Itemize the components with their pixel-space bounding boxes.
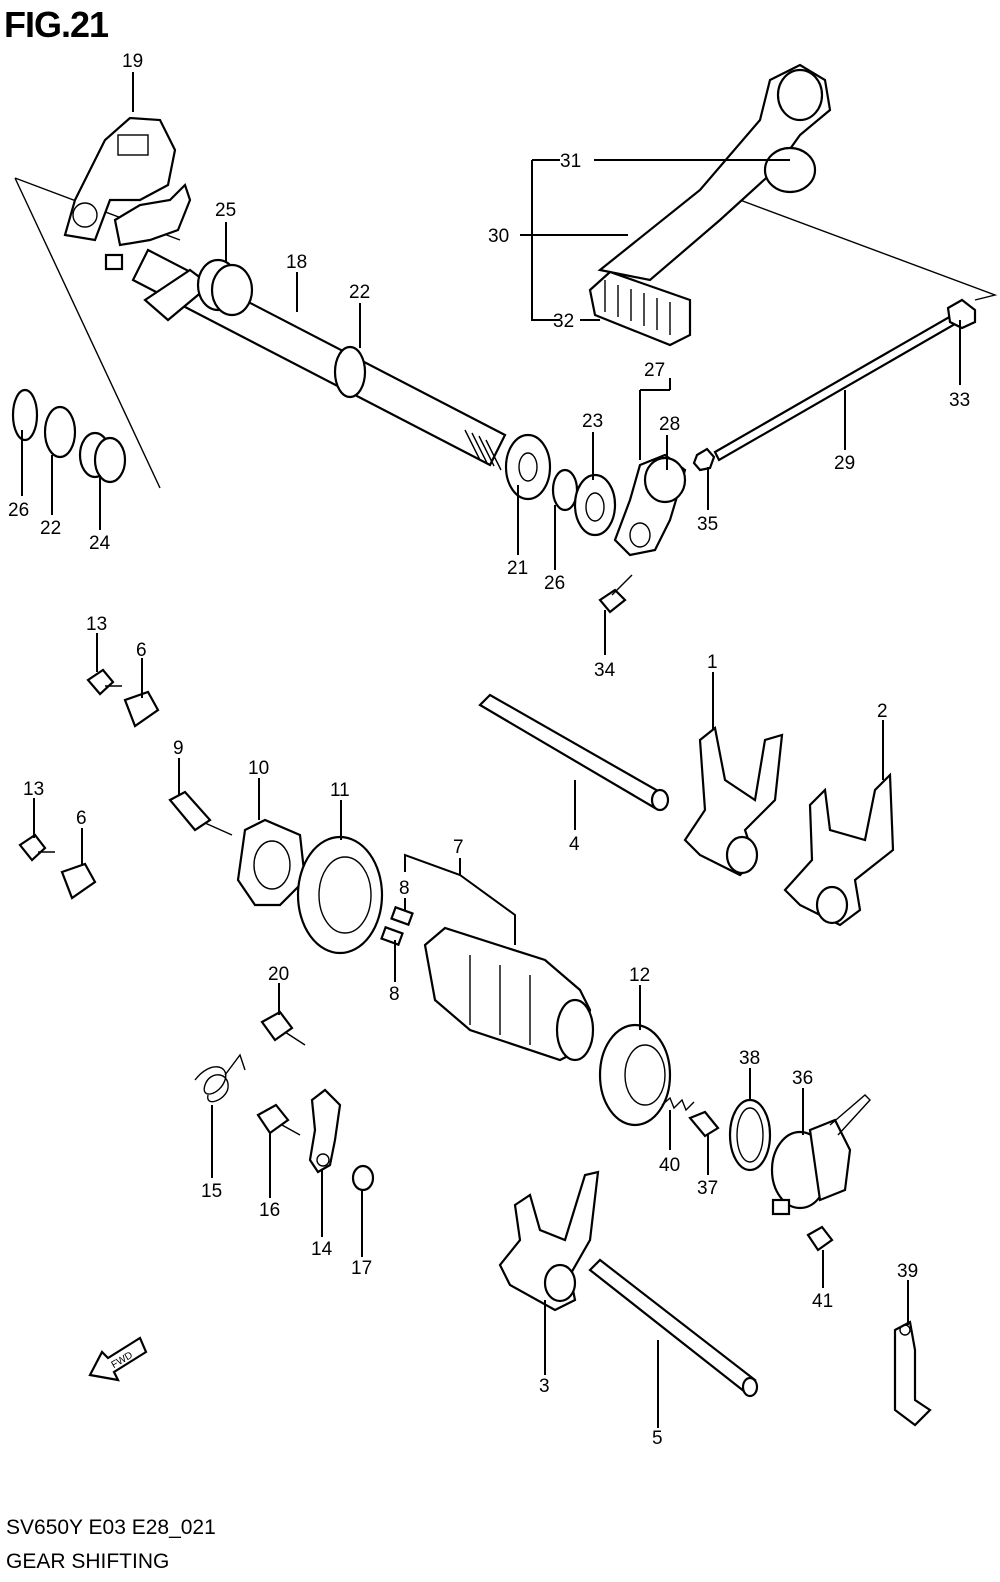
callout-7: 7 bbox=[453, 837, 464, 858]
callout-41: 41 bbox=[812, 1291, 833, 1312]
callout-39: 39 bbox=[897, 1261, 918, 1282]
callout-1: 1 bbox=[707, 652, 718, 673]
callout-36: 36 bbox=[792, 1068, 813, 1089]
callout-18: 18 bbox=[286, 252, 307, 273]
callout-24: 24 bbox=[89, 533, 111, 554]
callout-31: 31 bbox=[560, 151, 581, 172]
callout-16: 16 bbox=[259, 1200, 280, 1221]
callout-30: 30 bbox=[488, 226, 509, 247]
callout-19: 19 bbox=[122, 51, 143, 72]
callout-12: 12 bbox=[629, 965, 650, 986]
shift-fork-2 bbox=[783, 772, 895, 927]
callout-labels: 19 25 18 22 31 30 32 33 27 28 23 29 35 2… bbox=[8, 51, 970, 1449]
callout-3: 3 bbox=[539, 1376, 550, 1397]
callout-27: 27 bbox=[644, 360, 665, 381]
shift-fork-3 bbox=[498, 1170, 600, 1312]
callout-6: 6 bbox=[76, 808, 87, 829]
callout-6: 6 bbox=[136, 640, 147, 661]
leader-lines bbox=[21, 72, 961, 1428]
callout-25: 25 bbox=[215, 200, 236, 221]
callout-21: 21 bbox=[507, 558, 528, 579]
callout-22: 22 bbox=[349, 282, 370, 303]
callout-2: 2 bbox=[877, 701, 888, 722]
callout-8: 8 bbox=[389, 984, 400, 1005]
fwd-arrow-icon: FWD bbox=[88, 1336, 148, 1382]
callout-22: 22 bbox=[40, 518, 61, 539]
callout-10: 10 bbox=[248, 758, 269, 779]
callout-8: 8 bbox=[399, 878, 410, 899]
diagram-title: GEAR SHIFTING bbox=[6, 1550, 170, 1573]
callout-11: 11 bbox=[330, 780, 350, 801]
callout-5: 5 bbox=[652, 1428, 663, 1449]
callout-13: 13 bbox=[23, 779, 44, 800]
shift-fork-1 bbox=[683, 726, 784, 877]
callout-15: 15 bbox=[201, 1181, 222, 1202]
callout-9: 9 bbox=[173, 738, 184, 759]
callout-40: 40 bbox=[659, 1155, 680, 1176]
figure-label: FIG.21 bbox=[4, 4, 109, 45]
parts-artwork: FWD bbox=[11, 63, 998, 1427]
callout-20: 20 bbox=[268, 964, 289, 985]
callout-34: 34 bbox=[594, 660, 616, 681]
callout-4: 4 bbox=[569, 834, 580, 855]
callout-35: 35 bbox=[697, 514, 718, 535]
callout-23: 23 bbox=[582, 411, 603, 432]
callout-38: 38 bbox=[739, 1048, 760, 1069]
callout-32: 32 bbox=[553, 311, 574, 332]
callout-17: 17 bbox=[351, 1258, 372, 1279]
callout-33: 33 bbox=[949, 390, 970, 411]
callout-28: 28 bbox=[659, 414, 680, 435]
callout-29: 29 bbox=[834, 453, 855, 474]
fork-shaft-4 bbox=[478, 693, 667, 810]
callout-14: 14 bbox=[311, 1239, 333, 1260]
model-code: SV650Y E03 E28_021 bbox=[6, 1516, 216, 1539]
callout-37: 37 bbox=[697, 1178, 718, 1199]
callout-26: 26 bbox=[544, 573, 565, 594]
shift-lever-30 bbox=[597, 63, 832, 282]
fork-shaft-5 bbox=[588, 1258, 757, 1394]
callout-13: 13 bbox=[86, 614, 107, 635]
callout-26: 26 bbox=[8, 500, 29, 521]
